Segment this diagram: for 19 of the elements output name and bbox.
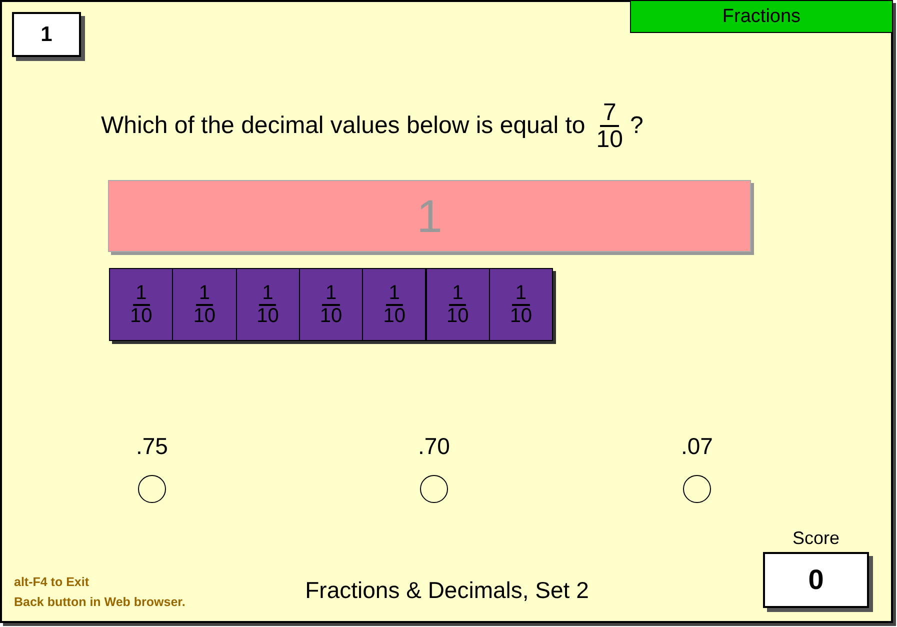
fraction-tile: 1 10 <box>426 268 490 341</box>
header-tag: Fractions <box>630 0 893 33</box>
radio-button <box>420 475 448 503</box>
fraction-tile: 1 10 <box>362 268 426 341</box>
instruction-text: Back button in Web browser. <box>14 594 186 610</box>
fraction-tile: 1 10 <box>109 268 174 341</box>
instruction-text: alt-F4 to Exit <box>14 574 90 590</box>
fraction-tile: 1 10 <box>298 268 364 341</box>
fraction-tile: 1 10 <box>488 268 554 341</box>
answer-choice: .07 <box>680 432 714 460</box>
radio-button <box>138 475 166 503</box>
whole-bar: 1 <box>108 180 751 252</box>
set-title: Fractions & Decimals, Set 2 <box>304 576 590 604</box>
answer-choice: .70 <box>417 432 451 460</box>
answer-choice: .75 <box>135 432 169 460</box>
fraction-tile: 1 10 <box>236 268 300 341</box>
fraction-tile: 1 10 <box>172 268 237 341</box>
radio-button <box>683 475 711 503</box>
score-label: Score <box>791 527 841 549</box>
